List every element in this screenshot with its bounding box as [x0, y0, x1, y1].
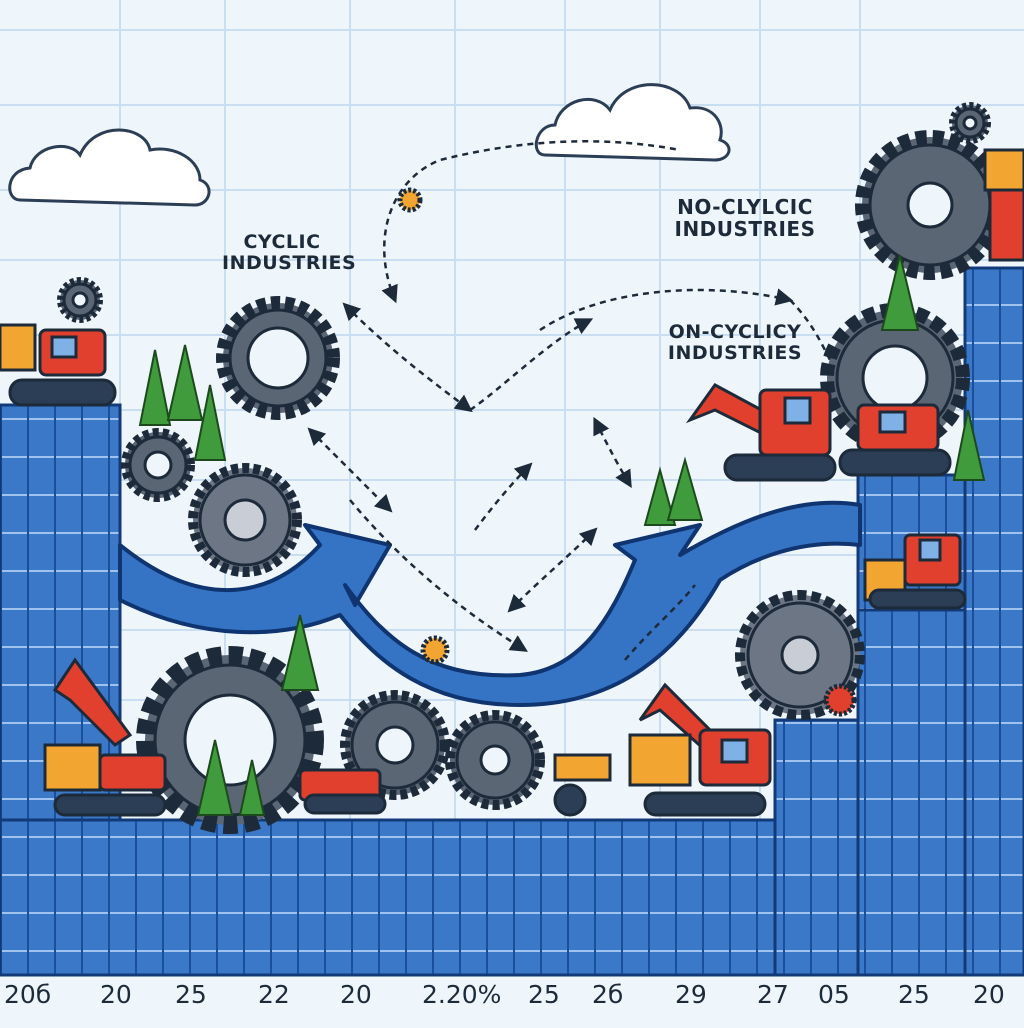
x-tick-label: 20: [100, 980, 132, 1009]
x-tick-label: 20: [973, 980, 1005, 1009]
label-line: NO-CLYLCIC: [677, 195, 813, 219]
trend-arrow: [118, 500, 862, 707]
x-tick-label: 20: [340, 980, 372, 1009]
x-tick-label: 25: [898, 980, 930, 1009]
gear-icon: [216, 296, 340, 420]
excavator-icon: [628, 682, 772, 817]
label-on-cyclicy-industries: ON-CYCLICY INDUSTRIES: [660, 322, 810, 364]
gear-icon: [445, 710, 545, 810]
label-line: ON-CYCLICY: [668, 321, 802, 343]
bulldozer-icon: [838, 148, 1024, 477]
gear-icon: [949, 102, 991, 144]
cloud-icon: [8, 128, 211, 207]
excavator-icon: [0, 323, 117, 407]
gear-icon: [735, 590, 865, 720]
label-line: CYCLIC: [243, 231, 321, 253]
x-tick-label: 29: [675, 980, 707, 1009]
bulldozer-icon: [298, 533, 967, 817]
label-cyclic-industries: CYCLIC INDUSTRIES: [222, 231, 357, 274]
gear-icon: [855, 130, 1005, 280]
x-tick-label: 27: [757, 980, 789, 1009]
tree-icon: [138, 254, 986, 816]
gear-icon: [121, 428, 195, 502]
flow-arrows: [307, 140, 832, 661]
x-tick-label: 2.20%: [422, 980, 502, 1009]
label-line: INDUSTRIES: [674, 217, 816, 241]
label-line: INDUSTRIES: [222, 251, 357, 274]
label-non-cyclic-industries: NO-CLYLCIC INDUSTRIES: [670, 196, 820, 240]
label-line: INDUSTRIES: [667, 341, 803, 364]
x-tick-label: 2б: [592, 980, 624, 1009]
gear-icon: [57, 277, 103, 323]
x-tick-label: 25: [175, 980, 207, 1009]
gear-icon: [397, 187, 857, 717]
excavator-icon: [685, 383, 837, 482]
x-tick-label: 05: [818, 980, 850, 1009]
x-tick-label: 20б: [4, 980, 52, 1009]
excavator-icon: [43, 657, 167, 817]
gear-icon: [188, 463, 302, 577]
x-tick-label: 22: [258, 980, 290, 1009]
x-tick-label: 25: [528, 980, 560, 1009]
